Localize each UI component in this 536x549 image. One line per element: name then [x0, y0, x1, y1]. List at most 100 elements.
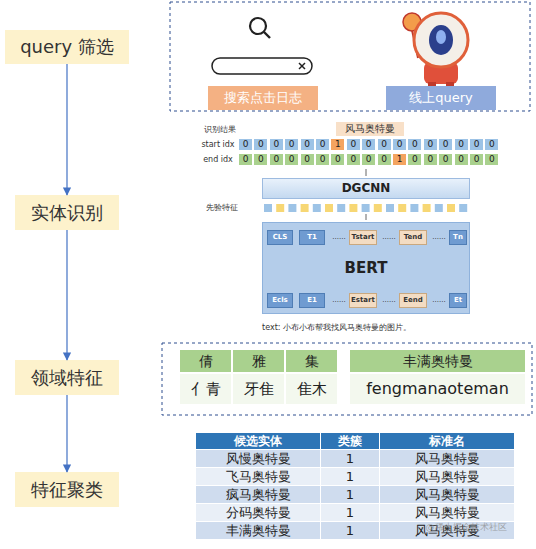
search-bar [212, 58, 312, 74]
node-text: E1 [307, 297, 317, 305]
model-layer: DGCNN [262, 178, 470, 199]
char-header: 雅 [233, 350, 284, 372]
table-cell: 1 [321, 522, 379, 539]
index-cell: 0 [377, 138, 392, 151]
flow-arrow [66, 395, 67, 472]
index-cell: 0 [284, 153, 299, 166]
node-text: query 筛选 [20, 37, 114, 57]
token-box: CLS [267, 230, 293, 245]
index-cell: 0 [361, 153, 376, 166]
index-cell: 0 [438, 138, 453, 151]
flow-arrow [66, 230, 67, 360]
node-text: Eend [403, 297, 423, 305]
index-cell: 0 [238, 153, 253, 166]
index-cell: 0 [269, 153, 284, 166]
index-cell: 0 [238, 138, 253, 151]
index-cell: 0 [469, 138, 484, 151]
feature-label: 先验特征 [198, 202, 246, 214]
embedding-box: Estart [349, 293, 377, 308]
ellipsis: ...... [380, 230, 398, 244]
dashed-frame [162, 343, 532, 415]
node-text: BERT [345, 260, 388, 277]
step-box: 实体识别 [15, 195, 119, 230]
index-cell: 0 [269, 138, 284, 151]
step-box: 领域特征 [15, 360, 119, 395]
index-cell: 0 [484, 153, 499, 166]
step-box: 特征聚类 [15, 472, 119, 507]
flow-arrow [366, 214, 367, 220]
index-cell: 0 [454, 138, 469, 151]
index-cell: 0 [469, 153, 484, 166]
index-cell: 0 [407, 138, 422, 151]
index-cell: 0 [315, 153, 330, 166]
table-cell: 1 [321, 486, 379, 503]
table-cell: 飞马奥特曼 [196, 468, 320, 485]
node-text: CLS [273, 234, 288, 242]
index-cell: 0 [284, 138, 299, 151]
table-cell: 风慢奥特曼 [196, 450, 320, 467]
pinyin-cell: fengmanaoteman [350, 374, 525, 404]
entity-header: 丰满奥特曼 [350, 350, 525, 372]
row-label: start idx [198, 139, 238, 151]
index-cell: 0 [346, 153, 361, 166]
table-cell: 风马奥特曼 [380, 504, 514, 521]
node-text: Ecls [272, 297, 288, 305]
index-cell: 1 [392, 153, 407, 166]
feature-square [288, 204, 296, 212]
char-header: 倩 [180, 350, 231, 372]
mascot [403, 13, 468, 88]
caption-text: 识别结果 [198, 124, 242, 136]
feature-square [423, 204, 431, 212]
table-cell: 1 [321, 504, 379, 521]
ellipsis: ...... [330, 293, 348, 307]
token-box: Tn [449, 230, 467, 245]
index-cell: 0 [454, 153, 469, 166]
feature-square [276, 204, 284, 212]
index-cell: 0 [253, 153, 268, 166]
feature-square [386, 204, 394, 212]
feature-square [374, 204, 382, 212]
table-header: 候选实体 [196, 433, 320, 449]
feature-square [337, 204, 345, 212]
char-parts: 亻青 [180, 374, 231, 404]
search-icon-handle [264, 32, 270, 38]
feature-square [264, 204, 272, 212]
node-text: Et [454, 297, 462, 305]
index-cell: 1 [330, 138, 345, 151]
prior-feature-squares [264, 204, 467, 212]
embedding-box: Et [449, 293, 467, 308]
index-cell: 0 [407, 153, 422, 166]
watermark: @稀土掘金技术社区 [410, 521, 522, 533]
table-cell: 风马奥特曼 [380, 486, 514, 503]
feature-square [435, 204, 443, 212]
table-cell: 风马奥特曼 [380, 468, 514, 485]
ellipsis: ...... [430, 230, 448, 244]
feature-square [301, 204, 309, 212]
flow-arrow [66, 64, 67, 195]
index-cell: 0 [330, 153, 345, 166]
table-cell: 分码奥特曼 [196, 504, 320, 521]
node-text: T1 [307, 234, 317, 242]
dashed-frame [170, 2, 530, 111]
embedding-box: E1 [299, 293, 325, 308]
feature-square [459, 204, 467, 212]
char-parts: 牙隹 [233, 374, 284, 404]
node-text: 实体识别 [31, 203, 103, 223]
table-cell: 疯马奥特曼 [196, 486, 320, 503]
feature-square [398, 204, 406, 212]
node-text: 线上query [409, 91, 473, 105]
index-cell: 0 [377, 153, 392, 166]
clear-icon [299, 63, 305, 69]
ellipsis: ...... [330, 230, 348, 244]
feature-square [325, 204, 333, 212]
index-cell: 0 [392, 138, 407, 151]
table-header: 类簇 [321, 433, 379, 449]
node-text: 领域特征 [31, 368, 103, 388]
feature-square [313, 204, 321, 212]
clear-icon [299, 63, 305, 69]
row-label: end idx [198, 154, 238, 166]
table-cell: 丰满奥特曼 [196, 522, 320, 539]
index-cell: 0 [253, 138, 268, 151]
input-text: text: 小布小布帮我找风马奥特曼的图片。 [262, 321, 502, 335]
node-text: Tend [404, 234, 423, 242]
